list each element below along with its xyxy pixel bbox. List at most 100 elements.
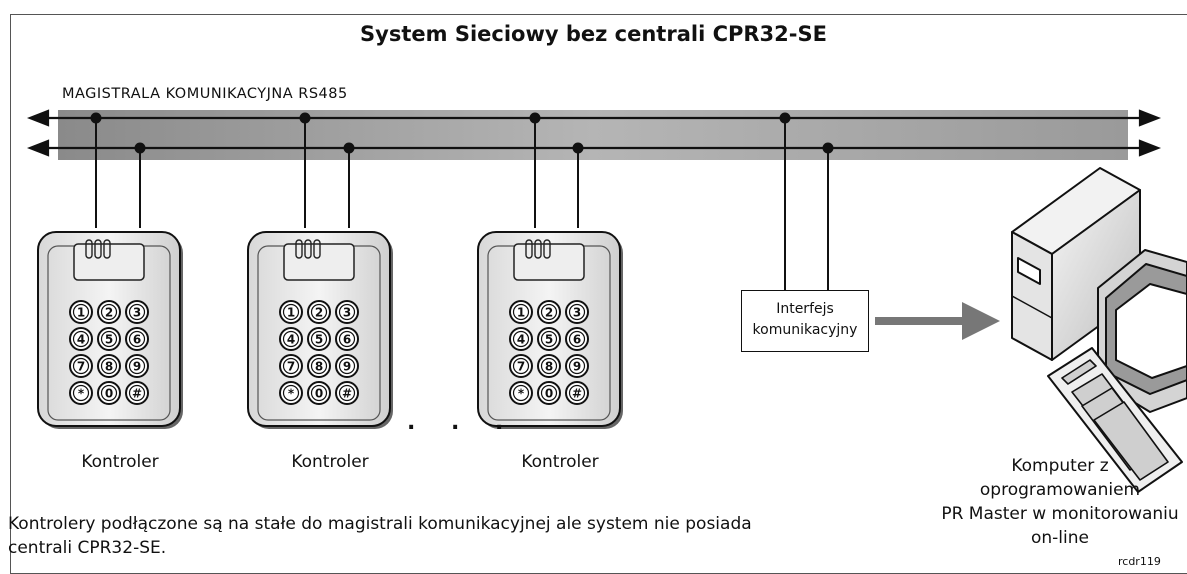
keypad-key: 6 [565, 327, 589, 351]
keypad-key-label: 1 [287, 306, 295, 320]
keypad-key-label: 5 [105, 333, 113, 347]
computer-icon [1011, 167, 1187, 493]
keypad-key: 0 [97, 381, 121, 405]
keypad-key: 8 [97, 354, 121, 378]
keypad-key: * [69, 381, 93, 405]
keypad-key-label: 3 [573, 306, 581, 320]
diagram-title: System Sieciowy bez centrali CPR32-SE [360, 22, 827, 46]
computer-label-line1: Komputer z [1011, 456, 1109, 476]
keypad-key: 1 [509, 300, 533, 324]
keypad-key: 3 [125, 300, 149, 324]
keypad-key-label: 3 [343, 306, 351, 320]
keypad-key: 9 [335, 354, 359, 378]
keypad-key: 8 [307, 354, 331, 378]
keypad: 1 2 3 4 5 6 7 8 9 * 0 # [509, 300, 589, 405]
controller-label-3: Kontroler [521, 452, 599, 472]
keypad-key-label: 0 [545, 387, 553, 401]
keypad-key: 3 [335, 300, 359, 324]
keypad-key: 6 [125, 327, 149, 351]
keypad-key: 3 [565, 300, 589, 324]
led-indicators [295, 239, 321, 259]
keypad-key-label: # [132, 387, 142, 401]
keypad-key: 5 [307, 327, 331, 351]
keypad-key-label: # [572, 387, 582, 401]
keypad: 1 2 3 4 5 6 7 8 9 * 0 # [279, 300, 359, 405]
keypad-key-label: 6 [573, 333, 581, 347]
keypad-key: 7 [509, 354, 533, 378]
keypad-key: 2 [537, 300, 561, 324]
bus-line-bottom [26, 139, 1162, 157]
controller-label-1: Kontroler [81, 452, 159, 472]
computer-label-line2: oprogramowaniem [979, 480, 1141, 500]
keypad-key-label: 8 [315, 360, 323, 374]
keypad-key: 7 [69, 354, 93, 378]
keypad-key: 7 [279, 354, 303, 378]
keypad-key-label: 7 [287, 360, 295, 374]
communication-interface: Interfejs komunikacyjny [741, 290, 869, 352]
keypad-key: 2 [97, 300, 121, 324]
keypad-key: 0 [537, 381, 561, 405]
led-indicators [85, 239, 111, 259]
description-note: Kontrolery podłączone są na stałe do mag… [8, 512, 752, 560]
keypad-key-label: 1 [517, 306, 525, 320]
note-line1: Kontrolery podłączone są na stałe do mag… [8, 514, 752, 534]
computer-label: Komputer z oprogramowaniem PR Master w m… [940, 454, 1180, 550]
keypad-key-label: 4 [517, 333, 525, 347]
keypad-key-label: 9 [343, 360, 351, 374]
keypad-key-label: 2 [315, 306, 323, 320]
keypad-key: # [125, 381, 149, 405]
interface-label-line1: Interfejs [776, 301, 834, 317]
keypad-key: 2 [307, 300, 331, 324]
keypad-key-label: 8 [105, 360, 113, 374]
note-line2: centrali CPR32-SE. [8, 538, 167, 558]
keypad-key: 4 [69, 327, 93, 351]
bus-line-top [26, 109, 1162, 127]
keypad-key-label: 0 [105, 387, 113, 401]
keypad-key-label: * [78, 387, 85, 401]
keypad-key-label: * [288, 387, 295, 401]
keypad-key-label: 4 [287, 333, 295, 347]
keypad-key: 8 [537, 354, 561, 378]
reference-code: rcdr119 [1118, 555, 1161, 568]
computer-label-line3: PR Master w monitorowaniu [941, 504, 1179, 524]
keypad-key-label: 7 [77, 360, 85, 374]
keypad-key-label: # [342, 387, 352, 401]
keypad-key: 4 [509, 327, 533, 351]
link-arrow [875, 302, 1000, 340]
keypad-key: # [565, 381, 589, 405]
keypad-key-label: 4 [77, 333, 85, 347]
keypad-key-label: 5 [545, 333, 553, 347]
keypad-key-label: 9 [573, 360, 581, 374]
keypad-key-label: 7 [517, 360, 525, 374]
keypad-key-label: 6 [343, 333, 351, 347]
keypad-key-label: 3 [133, 306, 141, 320]
computer-label-line4: on-line [1031, 528, 1089, 548]
bus-label: MAGISTRALA KOMUNIKACYJNA RS485 [62, 86, 348, 102]
keypad-key-label: 9 [133, 360, 141, 374]
controller-3: 1 2 3 4 5 6 7 8 9 * 0 # [477, 231, 623, 429]
keypad-key-label: 0 [315, 387, 323, 401]
keypad-key-label: * [518, 387, 525, 401]
keypad-key: 5 [97, 327, 121, 351]
keypad-key: 9 [125, 354, 149, 378]
ellipsis: . . . [407, 410, 518, 435]
keypad-key-label: 8 [545, 360, 553, 374]
bus-drops [90, 112, 834, 290]
keypad-key: 0 [307, 381, 331, 405]
keypad-key: 1 [279, 300, 303, 324]
interface-label-line2: komunikacyjny [752, 322, 858, 338]
controller-2: 1 2 3 4 5 6 7 8 9 * 0 # [247, 231, 393, 429]
keypad-key: 6 [335, 327, 359, 351]
keypad-key: 4 [279, 327, 303, 351]
keypad-key: * [509, 381, 533, 405]
led-indicators [525, 239, 551, 259]
keypad-key-label: 2 [545, 306, 553, 320]
keypad-key-label: 2 [105, 306, 113, 320]
keypad-key: # [335, 381, 359, 405]
keypad-key: 5 [537, 327, 561, 351]
keypad-key-label: 5 [315, 333, 323, 347]
keypad-key-label: 1 [77, 306, 85, 320]
